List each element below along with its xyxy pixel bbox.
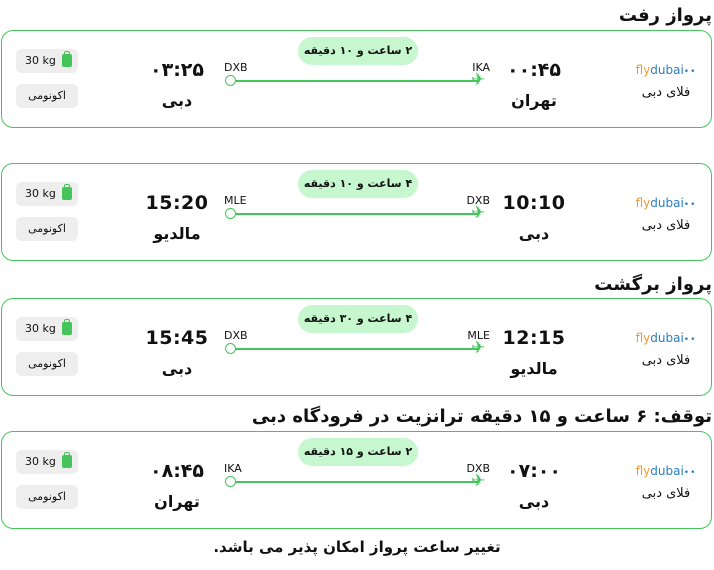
cabin-class-badge: اکونومی [16,485,78,509]
route-line [235,80,479,82]
baggage-label: 30 kg [25,322,56,335]
route-line [235,348,479,350]
baggage-label: 30 kg [25,54,56,67]
departure-code: IKA [472,61,490,74]
departure-time: ۰۷:۰۰ [507,460,561,482]
arrival-city: دبی [161,91,193,110]
cabin-class-badge: اکونومی [16,217,78,241]
airline-name: فلای دبی [641,85,691,100]
airline-logo: flydubai•• [635,63,697,77]
departure-city: مالدیو [510,359,558,378]
airline-name: فلای دبی [641,486,691,501]
arrival-city: دبی [161,359,193,378]
airline-block: flydubai•• فلای دبی [633,329,699,368]
plane-icon: ✈ [471,471,486,491]
baggage-label: 30 kg [25,187,56,200]
plane-icon: ✈ [471,70,486,90]
flight-card[interactable]: flydubai•• فلای دبی ۰۰:۴۵ تهران ۰۳:۲۵ دبی ✈IKA… [1,30,712,128]
airline-logo: flydubai•• [635,196,697,210]
cabin-class-badge: اکونومی [16,352,78,376]
cabin-class-badge: اکونومی [16,84,78,108]
route-end-dot [225,476,236,487]
heading-outbound: پرواز رفت [618,5,712,26]
departure-time: 12:15 [502,327,566,349]
plane-icon: ✈ [471,338,486,358]
plane-icon: ✈ [471,203,486,223]
departure-time: 10:10 [502,192,566,214]
route-end-dot [225,208,236,219]
luggage-icon [62,184,72,200]
airline-name: فلای دبی [641,218,691,233]
duration-pill: ۴ ساعت و ۱۰ دقیقه [298,170,418,198]
flight-card[interactable]: flydubai•• فلای دبی 12:15 مالدیو 15:45 دبی ✈ML… [1,298,712,396]
airline-block: flydubai•• فلای دبی [633,194,699,233]
duration-pill: ۴ ساعت و ۳۰ دقیقه [298,305,418,333]
arrival-code: MLE [224,194,247,207]
flight-card[interactable]: flydubai•• فلای دبی ۰۷:۰۰ دبی ۰۸:۴۵ تهران ✈DXB… [1,431,712,529]
arrival-city: مالدیو [153,224,201,243]
baggage-badge: 30 kg [16,49,78,73]
departure-code: DXB [466,462,490,475]
baggage-badge: 30 kg [16,450,78,474]
departure-city: دبی [518,492,550,511]
baggage-badge: 30 kg [16,182,78,206]
heading-return: پرواز برگشت [594,274,712,295]
footer-note: تغییر ساعت پرواز امکان پذیر می باشد. [213,538,501,556]
airline-logo: flydubai•• [635,464,697,478]
departure-code: DXB [466,194,490,207]
arrival-city: تهران [154,492,200,511]
airline-block: flydubai•• فلای دبی [633,462,699,501]
flight-card[interactable]: flydubai•• فلای دبی 10:10 دبی 15:20 مالدیو ✈DX… [1,163,712,261]
airline-name: فلای دبی [641,353,691,368]
arrival-time: 15:45 [145,327,209,349]
departure-time: ۰۰:۴۵ [507,59,561,81]
duration-pill: ۲ ساعت و ۱۵ دقیقه [298,438,418,466]
luggage-icon [62,452,72,468]
arrival-code: DXB [224,329,248,342]
luggage-icon [62,319,72,335]
arrival-time: 15:20 [145,192,209,214]
departure-city: دبی [518,224,550,243]
route-end-dot [225,75,236,86]
route-line [235,481,479,483]
baggage-badge: 30 kg [16,317,78,341]
departure-city: تهران [511,91,557,110]
arrival-code: DXB [224,61,248,74]
route-line [235,213,479,215]
airline-block: flydubai•• فلای دبی [633,61,699,100]
duration-pill: ۲ ساعت و ۱۰ دقیقه [298,37,418,65]
airline-logo: flydubai•• [635,331,697,345]
route-end-dot [225,343,236,354]
arrival-code: IKA [224,462,242,475]
baggage-label: 30 kg [25,455,56,468]
arrival-time: ۰۳:۲۵ [150,59,204,81]
luggage-icon [62,51,72,67]
arrival-time: ۰۸:۴۵ [150,460,204,482]
heading-stopover: توقف: ۶ ساعت و ۱۵ دقیقه ترانزیت در فرودگ… [251,406,712,427]
departure-code: MLE [467,329,490,342]
